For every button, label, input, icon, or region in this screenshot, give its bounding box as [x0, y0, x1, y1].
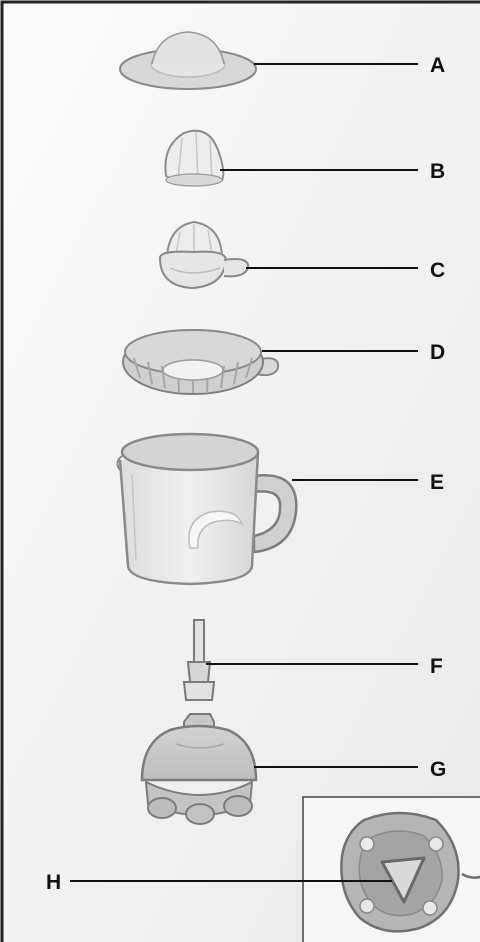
label-h: H: [46, 871, 61, 894]
label-e: E: [430, 471, 444, 494]
label-g: G: [430, 758, 446, 781]
label-f: F: [430, 655, 443, 678]
label-a: A: [430, 54, 445, 77]
label-c: C: [430, 259, 445, 282]
label-d: D: [430, 341, 445, 364]
label-b: B: [430, 160, 445, 183]
inset-detail-box: [303, 797, 480, 942]
